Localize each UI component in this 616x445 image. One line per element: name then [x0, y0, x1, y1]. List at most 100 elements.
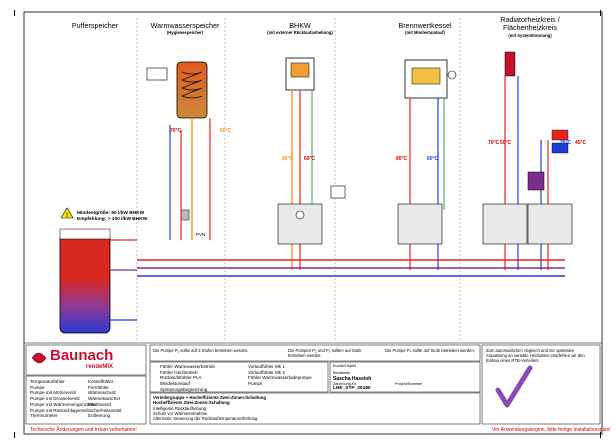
fresh-water-logo [146, 67, 168, 81]
legend-item: Temperaturfühler [30, 379, 65, 384]
column-title-buffer: Pufferspeicher [71, 21, 119, 30]
definition-item: Spreizungsbegrenzung [160, 386, 208, 392]
legend-item: Mischventil [88, 401, 111, 407]
product-line: Alternativ: Steuerung der Rücklauftemper… [153, 416, 258, 422]
meta-creator: Sascha Haseloh [333, 376, 372, 382]
note-pump-2: Die Pumpen P₂ und P₃ sollten auf Stufe b… [288, 348, 362, 358]
crop-mark-bl [14, 432, 15, 438]
legend-item: Wärmeschutz [88, 390, 117, 396]
definition-item: Vorlauffühler Mk 1 [248, 364, 285, 369]
notes-box [149, 344, 481, 362]
definitions-box [149, 361, 329, 393]
dhw-coil [181, 71, 203, 99]
floor-manifold-2 [551, 142, 569, 154]
brand-subname: rendeMIX [86, 364, 114, 370]
buffer-recommendation: Empfehlung: > 100 l/kW BHKW [77, 217, 148, 222]
buffer-tank-header [59, 228, 111, 240]
logo-box [25, 344, 147, 376]
definition-item: Rücklaufsfühler PLA [160, 375, 202, 381]
boiler-burner [411, 67, 441, 85]
definition-item: Fühler Warmwasserladepumpe [248, 375, 312, 381]
svg-text:!: ! [66, 213, 68, 219]
definition-item: Mindestumlauf [160, 381, 190, 387]
crop-mark-tl [14, 10, 15, 16]
legend-item: Thermometer [30, 413, 58, 419]
chp-mixing-group [277, 203, 323, 245]
floor-manifold-1 [551, 129, 569, 141]
footer-disclaimer: Technische Änderungen und Irrtum vorbeha… [30, 427, 137, 433]
temp-boiler-60: 60°C [427, 156, 439, 162]
rad-mixing-group-1 [482, 203, 528, 245]
column-title-chp: BHKW [289, 21, 311, 30]
temp-dhw-70: 70°C [170, 128, 182, 134]
product-line: Intelligente Rücklaufhebung [153, 405, 207, 411]
legend-item: Pumpe mit Rückschlagventil [30, 407, 88, 413]
legend-box-left [25, 375, 147, 425]
column-subtitle-dhw: (Hygienespeicher) [166, 30, 204, 35]
legend-mid: Kesselfühler Fernfühler Wärmeschutz Wärm… [88, 379, 121, 419]
temp-rad-70: 70°C [488, 140, 500, 146]
legend-item: Pumpe mit Wärmemengenzähler [30, 401, 98, 407]
product-line: Schutz vor Wärmeentnahme [153, 411, 208, 417]
product-lines: Verteilergruppe + Hocheffiziente Zwei-Zo… [153, 395, 266, 422]
legend-item: Fernfühler [88, 384, 109, 390]
chp-unit-display [290, 62, 310, 78]
rad-mixing-group-2 [527, 203, 573, 245]
brand-logo-icon [31, 352, 47, 364]
drawing-frame [23, 11, 603, 435]
definitions-left: Fühler Warmwasserbetrieb Fühler Heizbetr… [160, 364, 215, 393]
crop-mark-tr [600, 10, 601, 16]
legend-item: Sicherheitsventil [88, 407, 122, 413]
column-subtitle-chp: (mit externer Rücklaufanhebung) [267, 30, 333, 35]
boiler-pump [447, 70, 457, 80]
meta-label-drawing: Zeichnung-Nr. [333, 382, 357, 386]
definition-item: Fühler Warmwasserbetrieb [160, 364, 215, 369]
meta-label-customer: Kunde/Objekt [333, 364, 357, 368]
product-line: Verteilergruppe + Hocheffiziente Zwei-Zo… [153, 395, 267, 400]
temp-boiler-80: 80°C [396, 156, 408, 162]
footer-install-note: Vor Anwendungsbeginn, bitte fertige Inst… [492, 427, 611, 433]
chp-pump [295, 210, 305, 220]
meta-drawing-number: LHE_STP_20180 [333, 386, 371, 391]
crop-mark-br [600, 432, 601, 438]
legend-item: Kesselfühler [88, 379, 114, 384]
definition-item: Fühler Heizbetrieb [160, 369, 198, 375]
boiler-mixing-group [397, 203, 443, 245]
legend-item: Pumpe mit Motorventil [30, 390, 76, 396]
meta-label-creator: Bearbeiter [333, 371, 351, 375]
meta-box [329, 361, 481, 393]
legend-item: Pumpe mit Drosselventil [30, 396, 80, 402]
temp-flh-45: 45°C [575, 140, 587, 146]
definition-item: Pumpe [248, 381, 263, 387]
definitions-right: Vorlauffühler Mk 1 Vorlauffühler Mk 2 Fü… [248, 364, 312, 387]
warning-icon [60, 207, 74, 219]
temp-chp-60: 60°C [304, 156, 316, 162]
legend-item: Entleerung [88, 413, 111, 419]
column-title-heating: Radiatorheizkreis / Flächenheizkreis [500, 15, 560, 32]
temp-rad-50: 50°C [500, 140, 512, 146]
buffer-tank [59, 232, 111, 334]
column-subtitle-heating: (mit Systemtrennung) [508, 33, 552, 38]
note-pump-1: Die Pumpe P₁ sollte auf 3 Stufen betrieb… [153, 348, 249, 353]
temp-flh-25: 25°C [560, 140, 572, 146]
meta-label-project: Projekt/Nummer [395, 382, 423, 386]
checkmark-icon [495, 365, 533, 408]
dhw-valve [180, 209, 190, 221]
heat-exchanger [527, 171, 545, 191]
definition-item: Vorlauffühler Mk 2 [248, 369, 285, 375]
buffer-min-size: Mindestgröße: 60 l/kW BHKW [77, 211, 145, 216]
legend-left: Temperaturfühler Pumpe Pumpe mit Motorve… [30, 379, 97, 419]
column-subtitle-boiler: (mit Mindestumlauf) [405, 30, 445, 35]
legend-item: Wärmetauscher [88, 396, 121, 402]
note-pump-3: Die Pumpe P₄ sollte auf Stufe betrieben … [385, 348, 475, 353]
products-box [149, 392, 481, 425]
right-note-box [481, 344, 601, 425]
chp-controller [330, 185, 346, 199]
column-title-boiler: Brennwertkessel [398, 21, 452, 30]
temp-chp-85: 85°C [282, 156, 294, 162]
temp-dhw-60: 60°C [220, 128, 232, 134]
note-right: Zum automatischen Abgleich und zur optim… [486, 348, 585, 363]
legend-item: Pumpe [30, 384, 45, 390]
